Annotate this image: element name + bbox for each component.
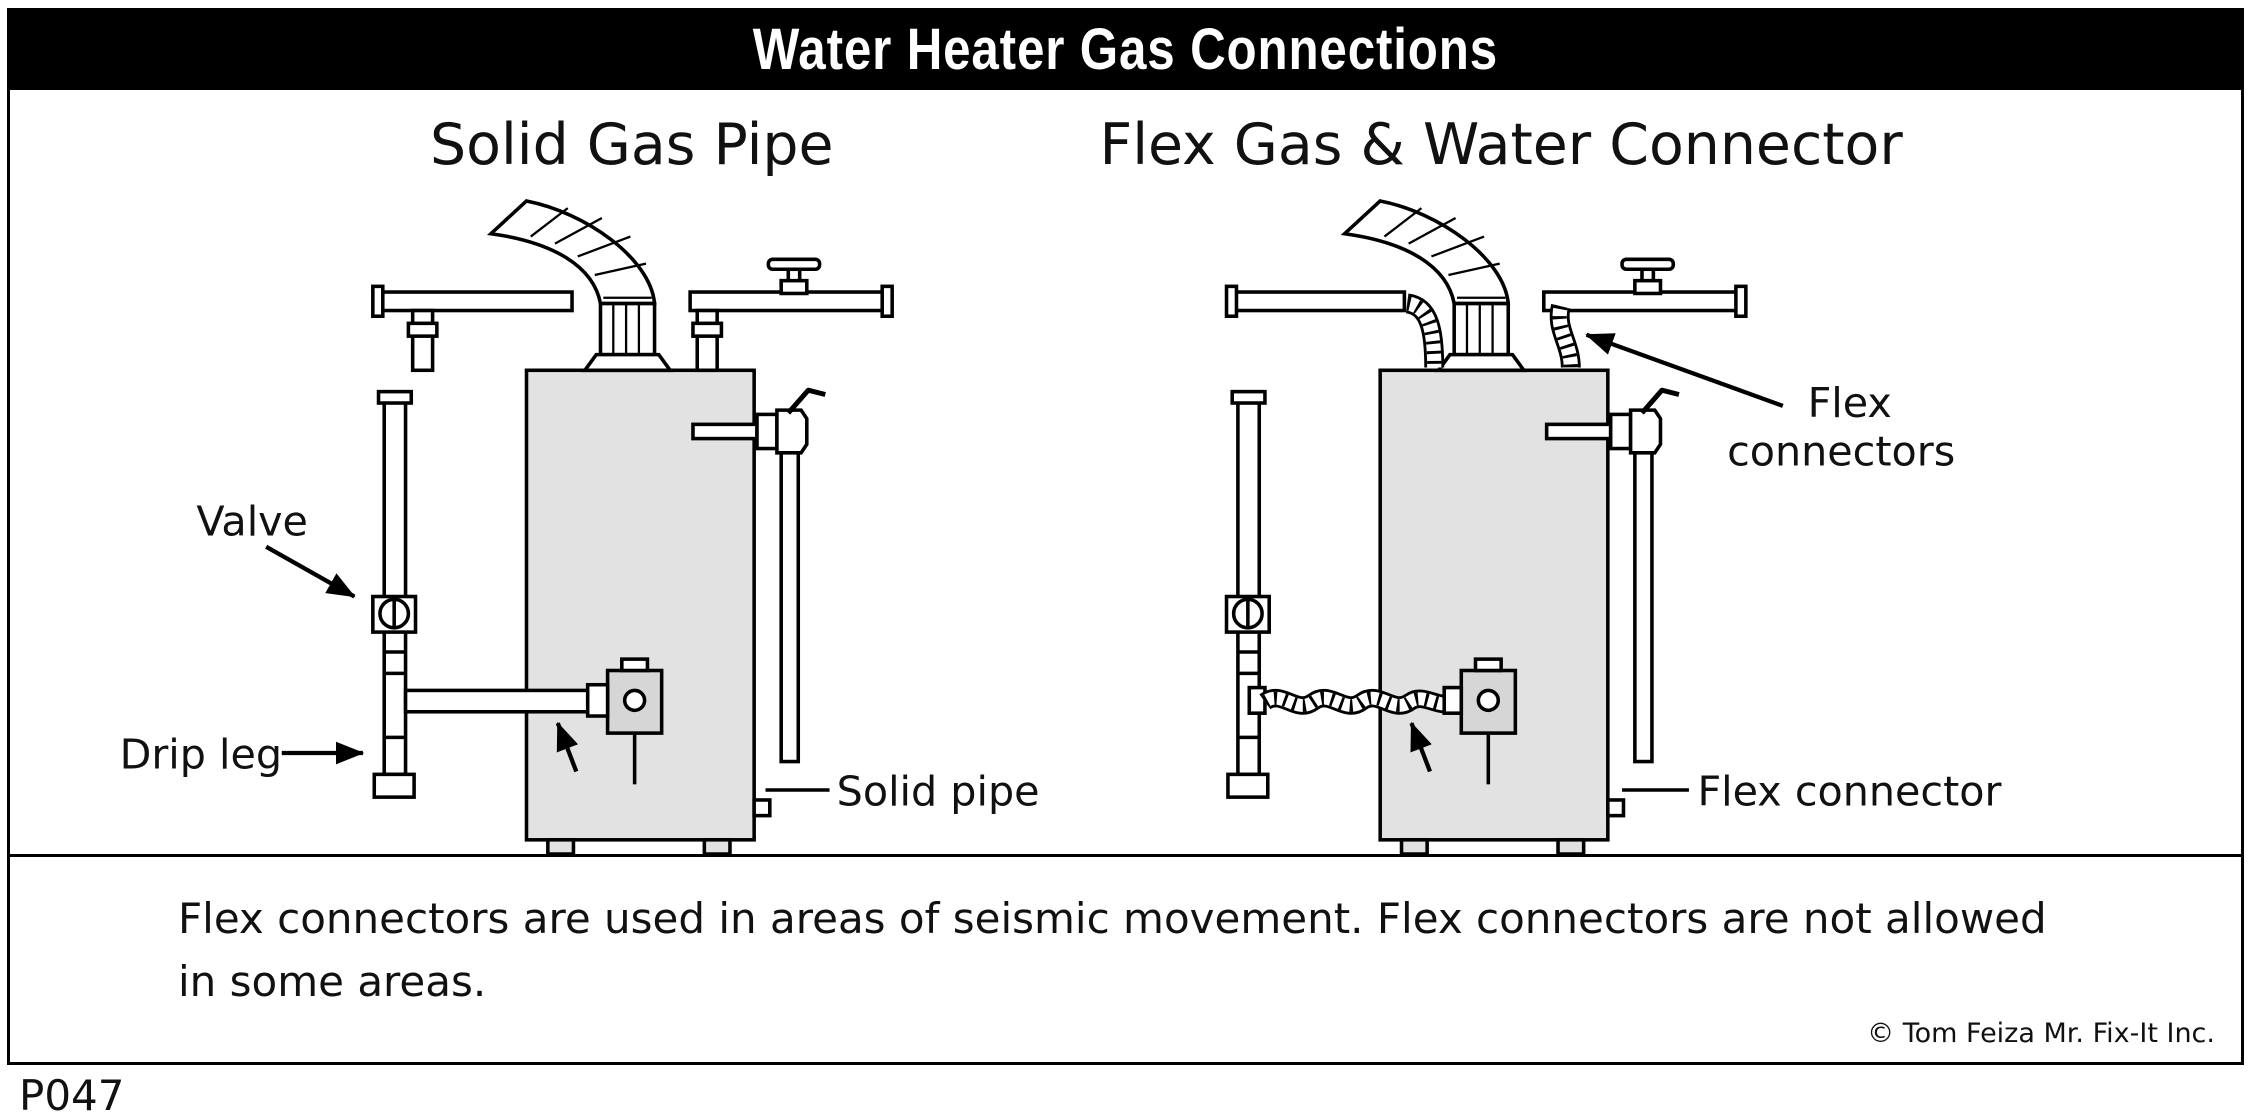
solid-gas-connector xyxy=(403,682,610,718)
label-flex-connectors-line1: Flex xyxy=(1808,379,1892,427)
annotations: Solid Gas Pipe Flex Gas & Water Connecto… xyxy=(120,112,2002,816)
flex-water-connector-left xyxy=(1404,293,1445,368)
flex-gas-connector xyxy=(1259,688,1460,715)
label-flex-connector: Flex connector xyxy=(1697,768,2001,816)
arrow-solid-pipe xyxy=(555,721,579,773)
flex-water-connector-right xyxy=(1549,303,1581,369)
diagram-panel: Solid Gas Pipe Flex Gas & Water Connecto… xyxy=(7,90,2244,1066)
copyright: © Tom Feiza Mr. Fix-It Inc. xyxy=(1867,1017,2215,1049)
arrow-flex-connectors xyxy=(1585,332,1784,408)
left-heater-illustration xyxy=(373,201,892,854)
label-valve: Valve xyxy=(196,497,308,545)
title-bar: Water Heater Gas Connections xyxy=(7,8,2244,90)
diagram-canvas: Solid Gas Pipe Flex Gas & Water Connecto… xyxy=(120,112,2002,854)
caption: Flex connectors are used in areas of sei… xyxy=(10,854,2241,1062)
label-solid-pipe: Solid pipe xyxy=(837,768,1040,816)
caption-line-1: Flex connectors are used in areas of sei… xyxy=(178,894,2047,944)
right-heater-illustration xyxy=(1227,201,1746,854)
left-heading: Solid Gas Pipe xyxy=(430,112,833,178)
diagram-title: Water Heater Gas Connections xyxy=(752,16,1499,82)
arrow-valve xyxy=(265,544,356,599)
right-heading: Flex Gas & Water Connector xyxy=(1099,112,1903,178)
arrow-flex-connector xyxy=(1409,721,1432,773)
label-drip-leg: Drip leg xyxy=(120,731,283,779)
caption-line-2: in some areas. xyxy=(178,957,487,1007)
label-flex-connectors-line2: connectors xyxy=(1727,428,1955,476)
figure-code: P047 xyxy=(19,1071,125,1120)
